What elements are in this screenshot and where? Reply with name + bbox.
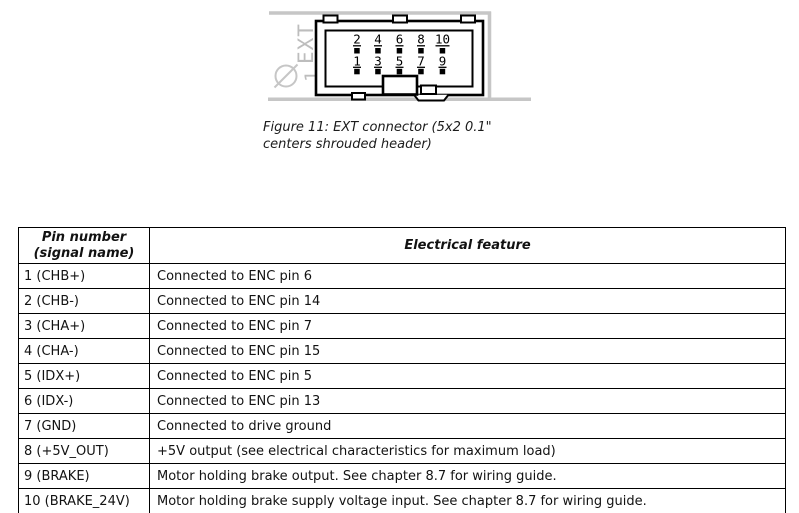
figure-caption: Figure 11: EXT connector (5x2 0.1" cente… [263,119,533,153]
feature-cell: Connected to ENC pin 14 [149,288,786,314]
pin-cell: 9 (BRAKE) [18,463,150,489]
pin-squares-top [354,48,446,54]
pin-cell: 5 (IDX+) [18,363,150,389]
pin-number-label: 5 [396,53,404,68]
pin-table: Pin number (signal name) Electrical feat… [18,227,786,513]
table-row: 3 (CHA+) Connected to ENC pin 7 [18,313,786,339]
table-row: 1 (CHB+) Connected to ENC pin 6 [18,263,786,289]
connector-diagram: EXT 1 2 4 6 8 10 [268,11,531,102]
pin-cell: 4 (CHA-) [18,338,150,364]
pin-number-label: 2 [353,32,361,47]
pin-number-header-line1: Pin number [41,229,127,245]
pin-number-header-line2: (signal name) [33,245,135,261]
pin-cell: 8 (+5V_OUT) [18,438,150,464]
crossed-circle-icon [273,63,299,89]
pin-cell: 10 (BRAKE_24V) [18,488,150,513]
feature-cell: Connected to ENC pin 15 [149,338,786,364]
feature-cell: Motor holding brake output. See chapter … [149,463,786,489]
pin-number-label: 10 [435,32,450,47]
figure-caption-line1: Figure 11: EXT connector (5x2 0.1" [263,120,492,135]
table-header-row: Pin number (signal name) Electrical feat… [18,227,786,264]
feature-cell: Connected to ENC pin 5 [149,363,786,389]
pin-number-label: 4 [374,32,382,47]
feature-cell: Connected to drive ground [149,413,786,439]
table-row: 7 (GND) Connected to drive ground [18,413,786,439]
pin-number-label: 1 [353,53,361,68]
table-row: 6 (IDX-) Connected to ENC pin 13 [18,388,786,414]
table-row: 10 (BRAKE_24V) Motor holding brake suppl… [18,488,786,513]
electrical-feature-header: Electrical feature [149,227,786,264]
pin-cell: 2 (CHB-) [18,288,150,314]
table-row: 5 (IDX+) Connected to ENC pin 5 [18,363,786,389]
pin-number-label: 3 [374,53,382,68]
table-row: 2 (CHB-) Connected to ENC pin 14 [18,288,786,314]
pin-cell: 3 (CHA+) [18,313,150,339]
pin-grid: 2 4 6 8 10 1 3 5 7 9 [353,32,450,75]
feature-cell: Motor holding brake supply voltage input… [149,488,786,513]
table-row: 9 (BRAKE) Motor holding brake output. Se… [18,463,786,489]
feature-cell: Connected to ENC pin 13 [149,388,786,414]
pin-squares-bottom [354,68,446,75]
pin-number-header: Pin number (signal name) [18,227,150,264]
pin-cell: 7 (GND) [18,413,150,439]
table-row: 4 (CHA-) Connected to ENC pin 15 [18,338,786,364]
ext-silkscreen-label: EXT [294,23,318,64]
figure-caption-line2: centers shrouded header) [263,137,432,152]
pin-cell: 6 (IDX-) [18,388,150,414]
pcb-silkscreen-lines [268,11,531,102]
table-row: 8 (+5V_OUT) +5V output (see electrical c… [18,438,786,464]
feature-cell: Connected to ENC pin 6 [149,263,786,289]
pin-cell: 1 (CHB+) [18,263,150,289]
connector-shroud [314,14,485,102]
pin-number-label: 6 [396,32,404,47]
feature-cell: +5V output (see electrical characteristi… [149,438,786,464]
pin1-silkscreen-label: 1 [301,71,323,82]
pin-number-label: 7 [417,53,425,68]
pin-number-label: 8 [417,32,425,47]
pin-number-label: 9 [439,53,447,68]
feature-cell: Connected to ENC pin 7 [149,313,786,339]
